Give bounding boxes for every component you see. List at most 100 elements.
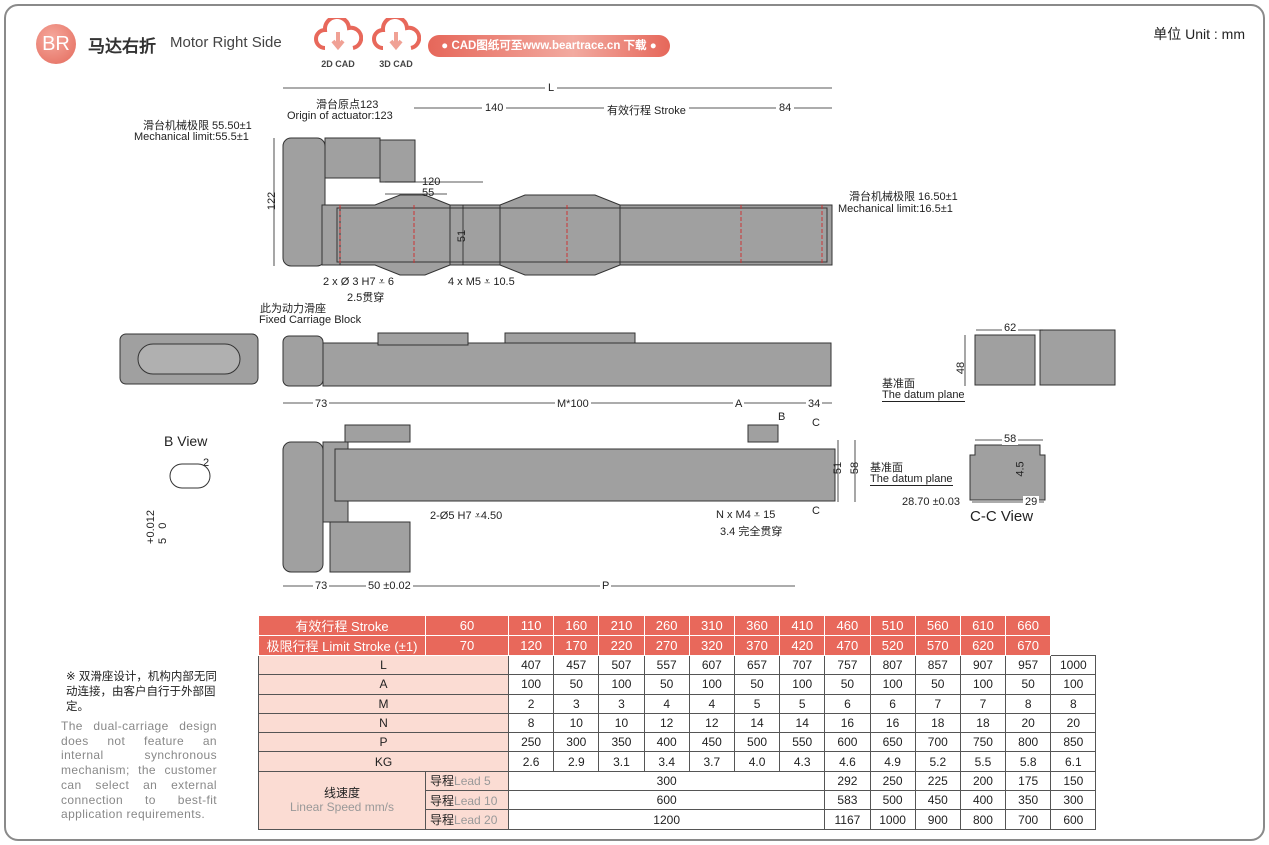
- title-en: Motor Right Side: [170, 34, 282, 51]
- table-cell: 5.5: [959, 751, 1007, 772]
- table-cell: 220: [598, 635, 645, 656]
- mech-left-en: Mechanical limit:55.5±1: [134, 131, 249, 143]
- lead-cn: 导程: [430, 774, 455, 789]
- section-C-top: C: [812, 417, 820, 429]
- dim-48: 48: [955, 361, 968, 375]
- table-cell: 250: [869, 770, 916, 792]
- table-cell: 450: [914, 790, 961, 811]
- technical-drawing: [119, 87, 1116, 587]
- dim-L: L: [545, 82, 558, 94]
- table-cell: 600: [507, 790, 826, 811]
- table-cell: 2.9: [553, 751, 600, 772]
- table-cell: 907: [959, 654, 1007, 676]
- table-cell: 420: [779, 635, 826, 656]
- table-cell: 900: [914, 809, 961, 830]
- table-cell: 957: [1005, 654, 1052, 676]
- table-cell: 660: [1005, 615, 1052, 636]
- cc-view-title: C-C View: [970, 508, 1034, 525]
- table-cell: 600: [824, 732, 871, 753]
- lead-en: Lead 20: [454, 813, 498, 828]
- dim-28-70: 28.70 ±0.03: [902, 496, 961, 508]
- table-cell: 16: [869, 712, 916, 734]
- dim-62: 62: [1002, 322, 1019, 334]
- table-cell: 457: [553, 654, 600, 676]
- table-cell: KG: [258, 751, 509, 772]
- table-cell: 292: [824, 770, 871, 792]
- table-cell: 150: [1050, 770, 1097, 792]
- dim-84: 84: [776, 102, 795, 114]
- table-cell: 3: [553, 693, 600, 714]
- table-cell: 807: [869, 654, 916, 676]
- table-cell: 10: [553, 712, 600, 734]
- table-cell: 507: [598, 654, 645, 676]
- table-cell: 18: [959, 712, 1007, 734]
- table-cell: 407: [507, 654, 555, 676]
- table-cell: 450: [688, 732, 735, 753]
- table-cell: 100: [507, 674, 555, 695]
- table-cell: 300: [1050, 790, 1097, 811]
- dim-stroke: 有效行程 Stroke: [604, 102, 689, 118]
- table-cell: 300: [553, 732, 600, 753]
- download-link[interactable]: ● CAD图纸可至www.beartrace.cn 下载 ●: [428, 35, 670, 57]
- series-badge: BR: [36, 24, 76, 64]
- table-cell: 350: [1005, 790, 1052, 811]
- table-cell: 50: [1005, 674, 1052, 695]
- dim-A: A: [733, 398, 745, 410]
- table-cell: P: [258, 732, 509, 753]
- table-cell: A: [258, 674, 509, 695]
- dim-58b: 58: [849, 461, 862, 475]
- speed-en: Linear Speed mm/s: [289, 800, 395, 815]
- table-cell: 500: [733, 732, 781, 753]
- table-cell: L: [258, 654, 509, 676]
- hole-spec-1b: 2.5贯穿: [347, 292, 385, 304]
- table-cell: 857: [914, 654, 961, 676]
- mech-right-cn: 滑台机械极限 16.50±1: [849, 191, 958, 203]
- table-cell: 200: [959, 770, 1007, 792]
- dim-51: 51: [456, 229, 469, 243]
- cad-3d-button[interactable]: 3D CAD: [370, 18, 422, 72]
- table-cell: 5: [779, 693, 826, 714]
- dim-122: 122: [266, 191, 279, 211]
- table-cell: 4.0: [733, 751, 781, 772]
- table-cell: 6.1: [1050, 751, 1097, 772]
- table-cell: 有效行程 Stroke: [258, 615, 426, 636]
- datum-en-2: The datum plane: [870, 473, 953, 486]
- table-cell: 800: [1005, 732, 1052, 753]
- dim-73-top: 73: [313, 398, 330, 410]
- table-cell: 4: [688, 693, 735, 714]
- table-cell: 120: [507, 635, 555, 656]
- lead-en: Lead 10: [454, 793, 498, 808]
- origin-en: Origin of actuator:123: [287, 110, 393, 122]
- table-cell: 极限行程 Limit Stroke (±1): [258, 635, 426, 656]
- dim-P: P: [600, 580, 612, 592]
- table-cell: 320: [688, 635, 735, 656]
- table-cell: 4.6: [824, 751, 871, 772]
- table-cell: 260: [643, 615, 690, 636]
- table-cell: 175: [1005, 770, 1052, 792]
- table-cell: 110: [507, 615, 555, 636]
- table-cell: 50: [824, 674, 871, 695]
- table-cell: 20: [1050, 712, 1097, 734]
- hole-spec-1: 2 x Ø 3 H7 ⩡ 6: [323, 276, 395, 288]
- lead-en: Lead 5: [454, 774, 491, 789]
- table-cell: 225: [914, 770, 961, 792]
- table-cell: 14: [733, 712, 781, 734]
- dim-34: 34: [806, 398, 823, 410]
- datum-en-1: The datum plane: [882, 389, 965, 402]
- cad-2d-button[interactable]: 2D CAD: [312, 18, 364, 72]
- table-cell: 100: [688, 674, 735, 695]
- hole-spec-4b: 3.4 完全贯穿: [720, 526, 783, 538]
- table-cell: 4.3: [779, 751, 826, 772]
- table-cell: 1200: [507, 809, 826, 830]
- dim-m100: M*100: [555, 398, 591, 410]
- table-cell: 250: [507, 732, 555, 753]
- table-cell: 3.7: [688, 751, 735, 772]
- table-cell: 557: [643, 654, 690, 676]
- table-cell: 14: [779, 712, 826, 734]
- datum-cn-1: 基准面: [882, 378, 915, 390]
- table-cell: 1000: [1050, 654, 1097, 676]
